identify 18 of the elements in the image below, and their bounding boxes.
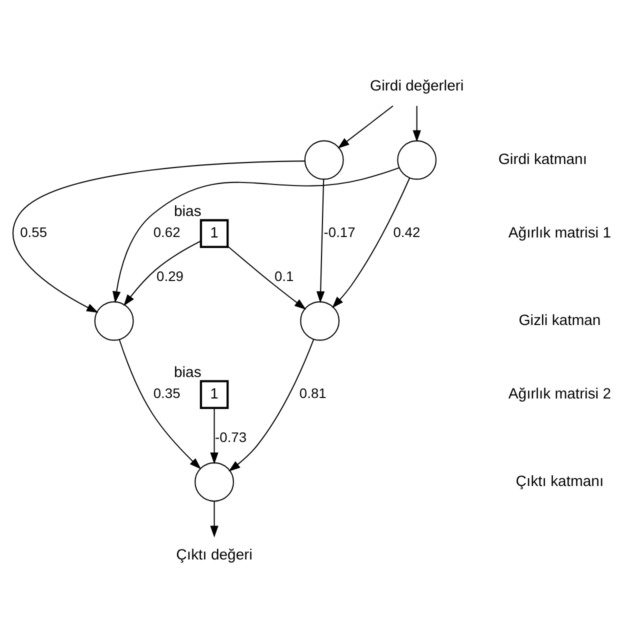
- node-label: bias: [174, 364, 202, 381]
- label: Gizli katman: [518, 311, 601, 328]
- node-text: Çıktı değeri: [176, 546, 252, 563]
- edge-label: -0.73: [215, 428, 247, 444]
- node-label: bias: [174, 202, 202, 220]
- edge-label: 0.35: [153, 384, 180, 401]
- edge-label: 0.55: [20, 224, 48, 240]
- label: Ağırlık matrisi 2: [508, 385, 612, 402]
- edge-label: 0.1: [274, 267, 294, 284]
- label: Ağırlık matrisi 1: [508, 224, 612, 242]
- label: Girdi katmanı: [498, 150, 587, 168]
- edge-label: 0.42: [393, 224, 420, 240]
- edge-label: 0.81: [299, 384, 326, 401]
- edge-label: -0.17: [324, 224, 356, 240]
- label: Çıktı katmanı: [516, 472, 604, 490]
- node-text: Girdi değerleri: [370, 76, 464, 94]
- edge-label: 0.62: [153, 224, 180, 240]
- edge-label: 0.29: [156, 267, 184, 284]
